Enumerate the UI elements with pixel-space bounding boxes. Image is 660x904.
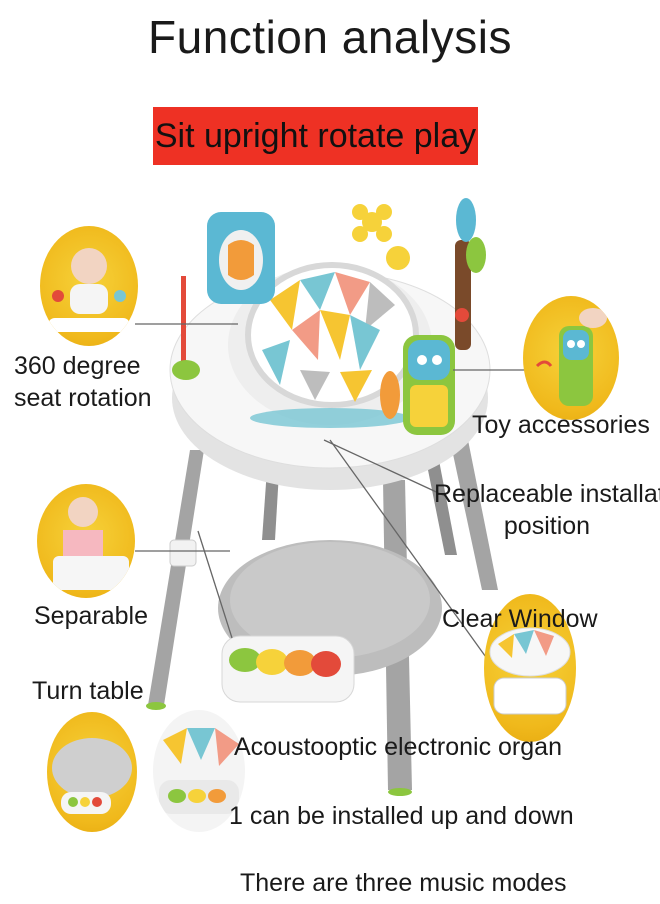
electronic-organ bbox=[221, 635, 355, 703]
separable-seat-photo bbox=[37, 484, 135, 598]
label-separable: Separable bbox=[34, 602, 148, 630]
label-seat-rotation: 360 degree seat rotation bbox=[14, 352, 152, 412]
seat-rotation-photo bbox=[40, 226, 138, 346]
toy-accessories bbox=[172, 198, 486, 435]
feature-banner-text: Sit upright rotate play bbox=[154, 116, 477, 155]
organ-photo bbox=[153, 710, 245, 832]
feature-banner: Sit upright rotate play bbox=[153, 107, 478, 165]
label-replaceable-position: Replaceable installatior position bbox=[434, 480, 660, 540]
toy-accessories-photo bbox=[523, 296, 619, 420]
label-electronic-organ: Acoustooptic electronic organ bbox=[234, 733, 562, 761]
turn-table-photo bbox=[47, 712, 137, 832]
label-toy-accessories: Toy accessories bbox=[472, 411, 650, 439]
label-install-up-down: 1 can be installed up and down bbox=[229, 802, 574, 830]
page-title: Function analysis bbox=[148, 11, 512, 63]
label-music-modes: There are three music modes bbox=[240, 869, 567, 897]
label-clear-window: Clear Window bbox=[442, 605, 598, 633]
label-turn-table: Turn table bbox=[32, 677, 144, 705]
clear-window-photo bbox=[484, 594, 576, 742]
